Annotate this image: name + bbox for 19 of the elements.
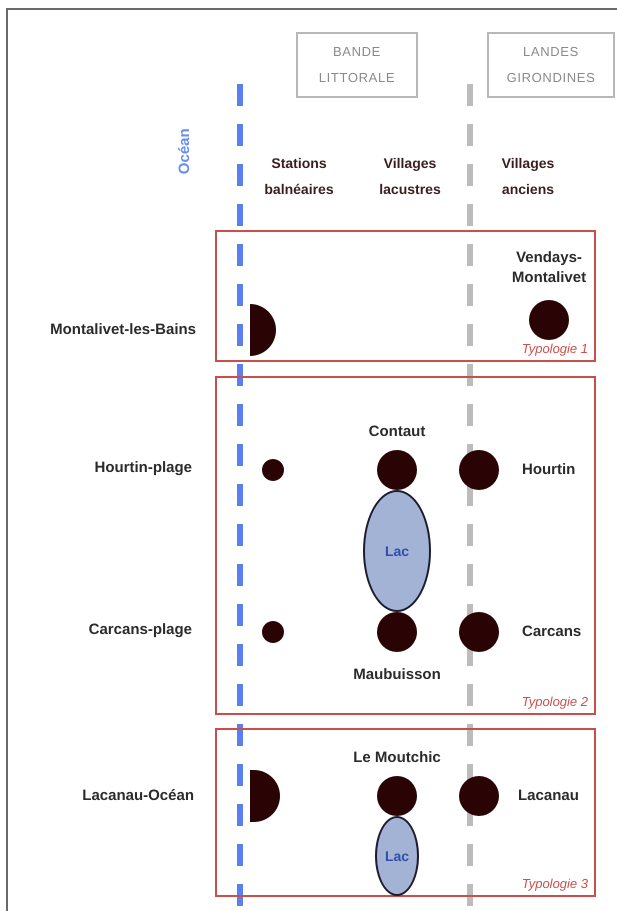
lake-ellipse: Lac — [375, 816, 419, 896]
place-name: Le Moutchic — [352, 748, 442, 768]
place-name: Lacanau — [518, 786, 580, 806]
place-name: Maubuisson — [352, 665, 442, 685]
place-name: Carcans — [522, 622, 582, 642]
region-header-box: LANDES GIRONDINES — [487, 32, 615, 98]
place-name: Montalivet-les-Bains — [49, 320, 196, 340]
place-name: Lacanau-Océan — [81, 786, 194, 806]
place-name: Carcans-plage — [88, 620, 192, 640]
place-name: Vendays-Montalivet — [510, 248, 588, 288]
typology-frame — [215, 376, 596, 715]
lake-ellipse: Lac — [363, 490, 431, 612]
region-header-box: BANDE LITTORALE — [296, 32, 418, 98]
typology-label: Typologie 1 — [522, 340, 588, 358]
place-name: Contaut — [368, 422, 426, 442]
typology-label: Typologie 2 — [522, 692, 588, 711]
place-name: Hourtin — [522, 460, 576, 480]
place-name: Hourtin-plage — [94, 458, 192, 478]
typology-label: Typologie 3 — [522, 874, 588, 893]
